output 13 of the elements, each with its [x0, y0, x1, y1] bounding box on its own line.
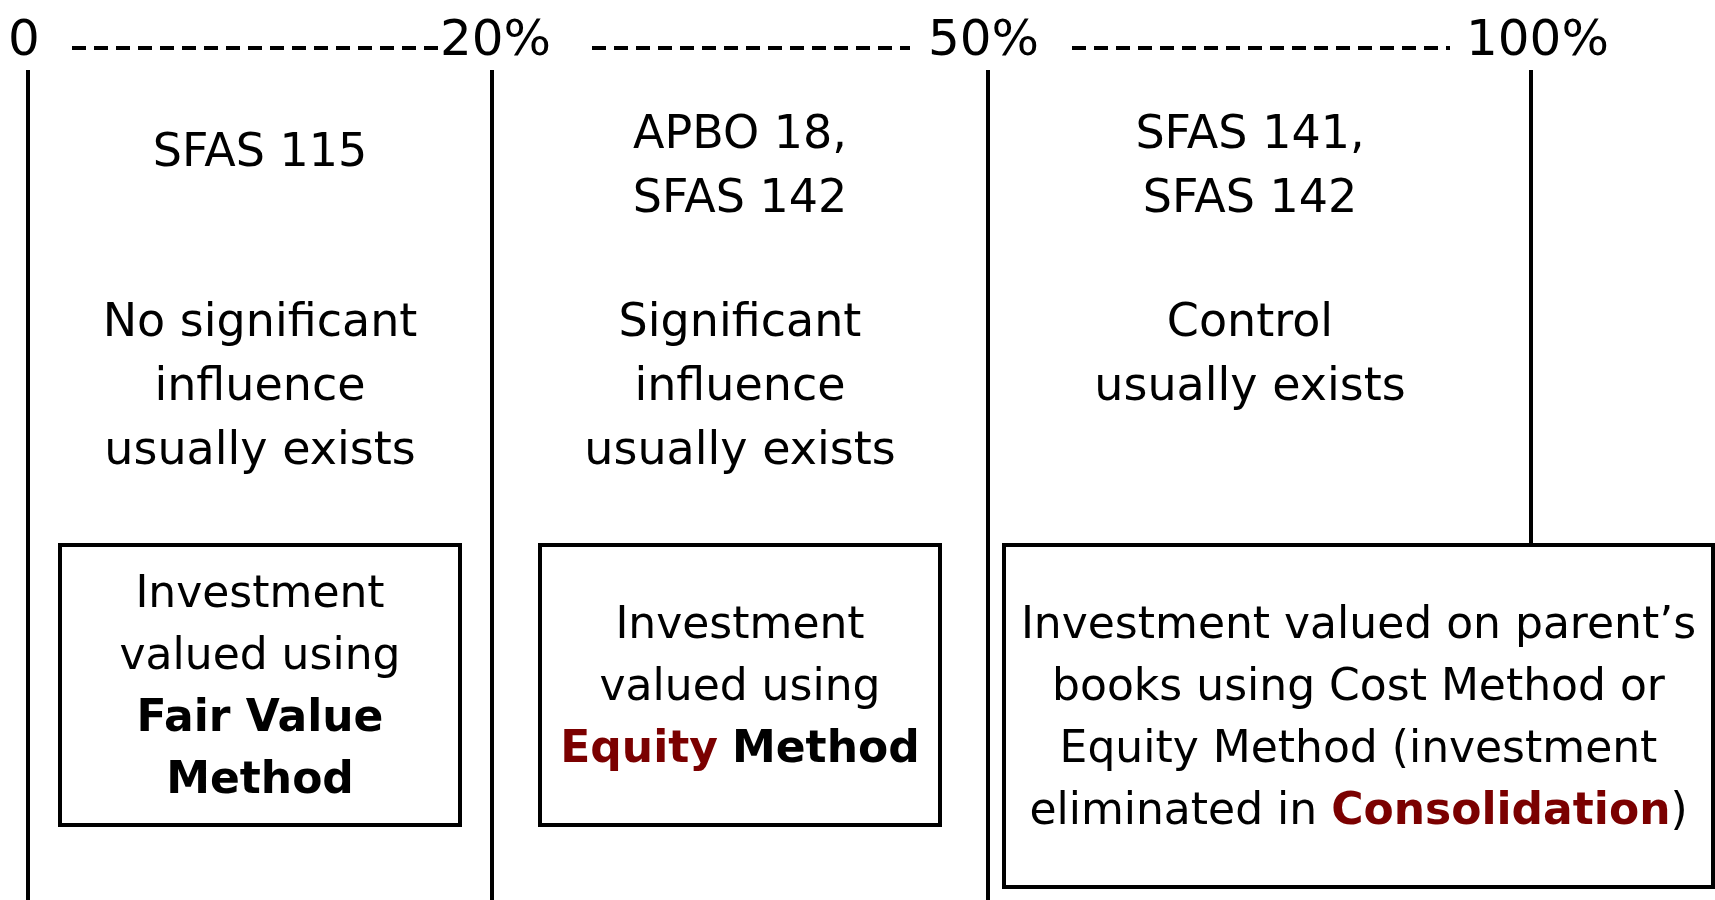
scale-label: 50%	[928, 8, 1040, 68]
method-box: Investment valued using Fair Value Method	[58, 543, 462, 827]
scale-label: 20%	[440, 8, 552, 68]
scale-label: 0	[8, 8, 40, 68]
standard-reference: SFAS 115	[151, 122, 369, 179]
influence-description: Control usually exists	[1093, 292, 1407, 413]
method-box: Investment valued using Equity Method	[538, 543, 942, 827]
standard-reference: APBO 18, SFAS 142	[631, 104, 849, 225]
method-box: Investment valued on parent’s books using Cost Method or Equity Method (investment eliminated in Consolidation)	[1002, 543, 1715, 889]
influence-description: No significant influence usually exists	[101, 292, 419, 477]
influence-description: Significant influence usually exists	[583, 292, 897, 477]
scale-label: 100%	[1466, 8, 1609, 68]
standard-reference: SFAS 141, SFAS 142	[1134, 104, 1366, 225]
